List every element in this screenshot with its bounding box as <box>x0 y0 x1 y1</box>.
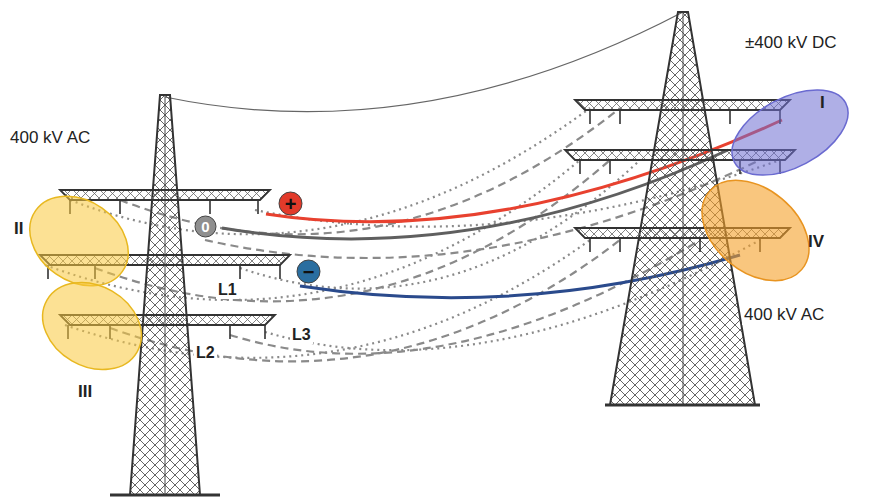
region-ellipse: III <box>38 265 146 387</box>
shape <box>195 216 216 237</box>
phase-label: L1 <box>216 281 239 299</box>
voltage-label: 400 kV AC <box>10 128 90 148</box>
voltage-label: ±400 kV DC <box>745 33 837 53</box>
phase-label: L2 <box>194 344 217 362</box>
ellipse-outline <box>693 168 818 293</box>
pole-symbol: + <box>278 191 303 216</box>
pole-symbol: 0 <box>194 215 217 238</box>
phase-label: L3 <box>290 326 313 344</box>
pole-symbol: − <box>296 259 321 284</box>
shape <box>683 160 829 301</box>
region-number: II <box>14 219 23 239</box>
voltage-label: 400 kV AC <box>742 305 826 325</box>
ellipse-outline <box>38 265 146 387</box>
pole-sign: 0 <box>201 219 209 234</box>
shape <box>27 265 157 387</box>
region-number: III <box>78 382 92 402</box>
shape <box>279 192 302 215</box>
pole-sign: − <box>303 262 315 282</box>
pole-sign: + <box>285 194 297 214</box>
region-number: I <box>820 93 825 113</box>
region-ellipse: IV <box>693 168 818 293</box>
region-ellipse: I <box>725 80 855 185</box>
shape <box>297 260 320 283</box>
shape <box>718 72 862 192</box>
ellipse-outline <box>725 80 855 185</box>
region-number: IV <box>808 232 824 252</box>
